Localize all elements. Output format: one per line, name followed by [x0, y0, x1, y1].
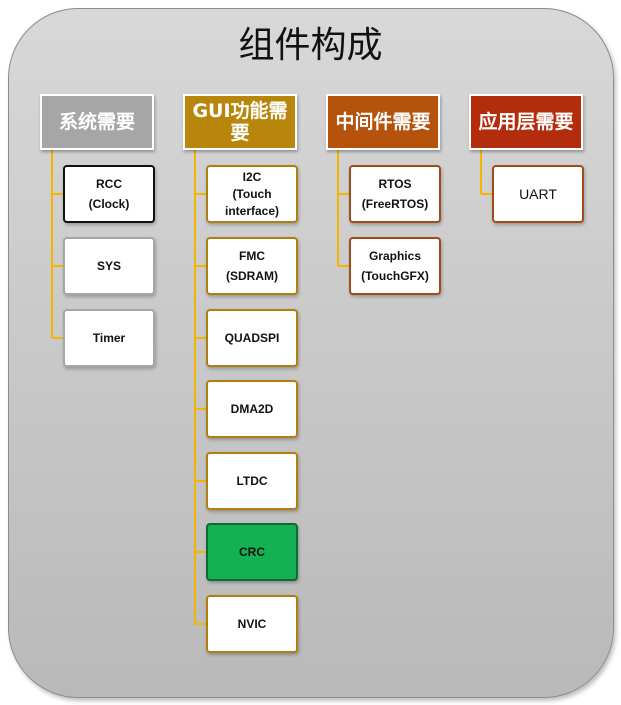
node-timer: Timer — [63, 309, 155, 367]
header-middleware: 中间件需要 — [326, 94, 440, 150]
node-ltdc: LTDC — [206, 452, 298, 510]
header-system: 系统需要 — [40, 94, 154, 150]
node-uart: UART — [492, 165, 584, 223]
node-crc: CRC — [206, 523, 298, 581]
node-fmc: FMC (SDRAM) — [206, 237, 298, 295]
node-i2c: I2C (Touch interface) — [206, 165, 298, 223]
node-dma2d: DMA2D — [206, 380, 298, 438]
node-graphics: Graphics (TouchGFX) — [349, 237, 441, 295]
header-application: 应用层需要 — [469, 94, 583, 150]
header-gui: GUI功能需要 — [183, 94, 297, 150]
node-sys: SYS — [63, 237, 155, 295]
diagram-title: 组件构成 — [238, 25, 383, 66]
node-nvic: NVIC — [206, 595, 298, 653]
node-rcc: RCC (Clock) — [63, 165, 155, 223]
node-rtos: RTOS (FreeRTOS) — [349, 165, 441, 223]
node-quadspi: QUADSPI — [206, 309, 298, 367]
